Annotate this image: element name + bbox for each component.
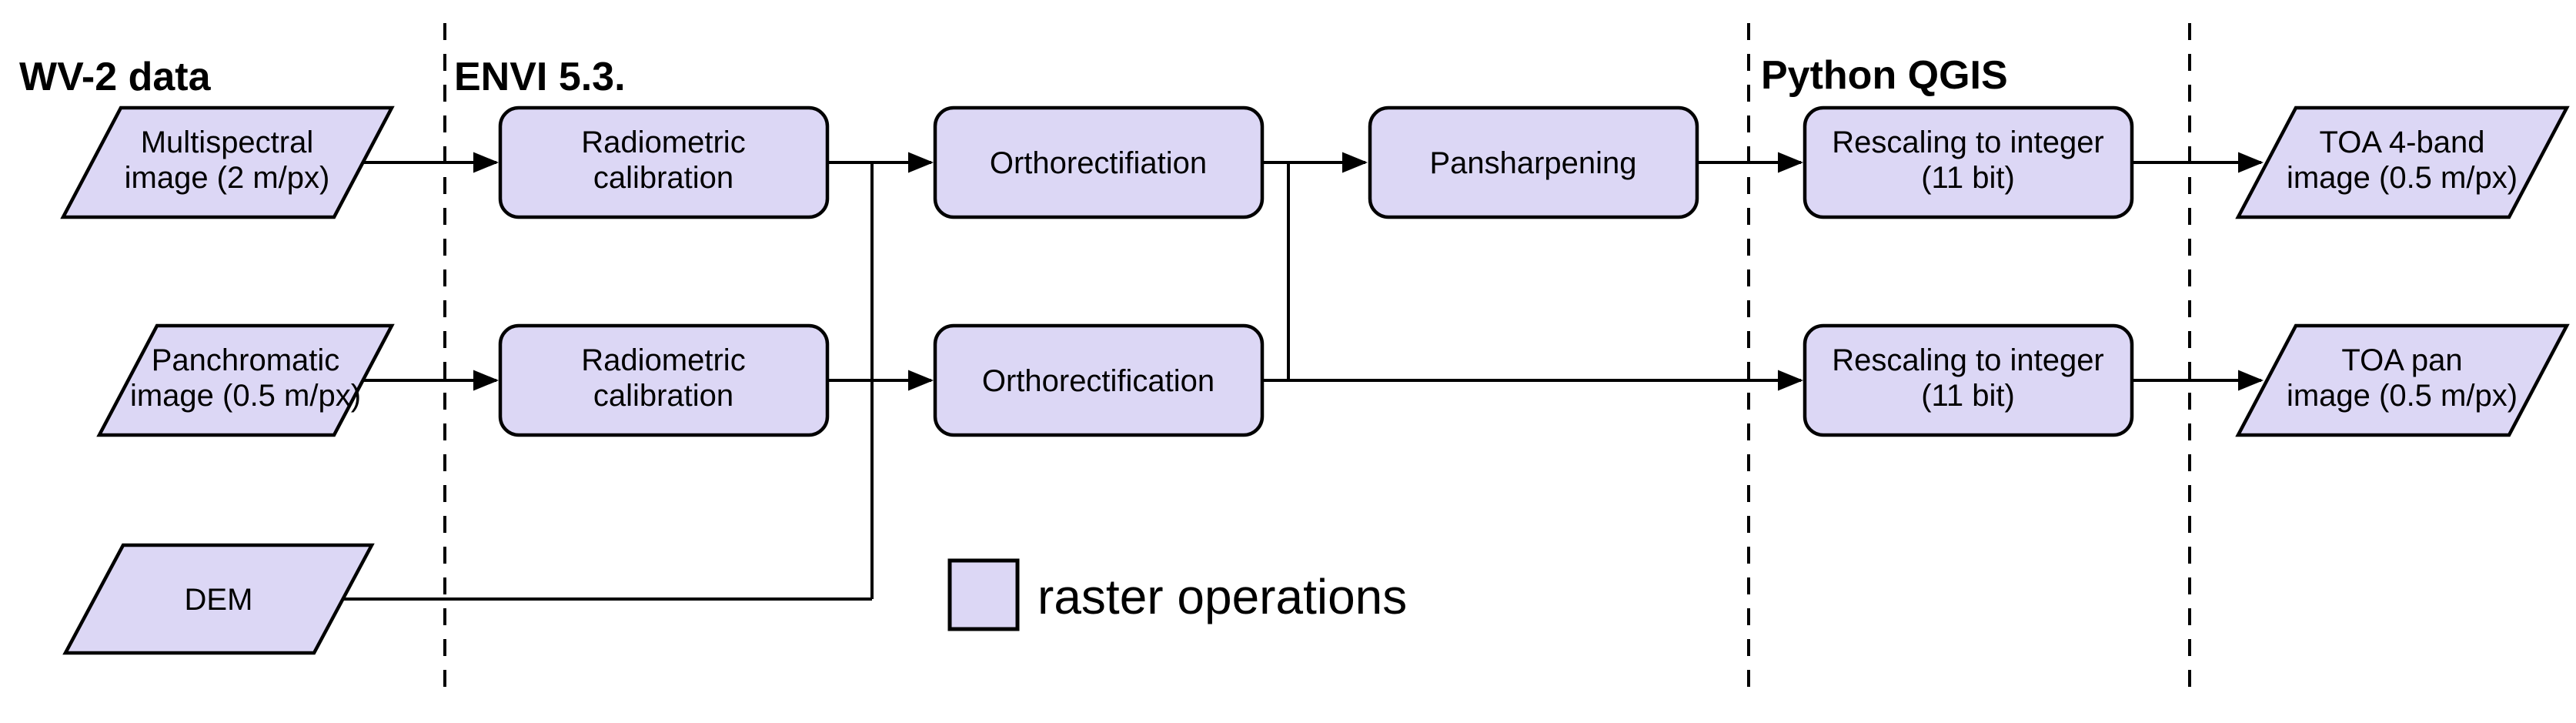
node-rescaling-ms: [1803, 105, 2134, 219]
node-panchromatic-image-label: image (0.5 m/px): [130, 379, 361, 413]
node-radiometric-calibration-pan: [498, 323, 830, 437]
node-orthorectification-pan: [933, 323, 1265, 437]
node-toa-pan-image: [2235, 323, 2570, 437]
node-panchromatic-image: [96, 323, 395, 437]
legend-swatch: [947, 558, 1020, 631]
node-panchromatic-image-label: Panchromatic: [152, 343, 340, 377]
node-toa-pan-image-label: TOA pan: [2341, 343, 2462, 377]
node-dem: [62, 543, 375, 655]
section-label-wv2-data: WV-2 data: [19, 55, 212, 99]
node-multispectral-image: [60, 105, 395, 219]
node-toa-4band-image-label: TOA 4-band: [2320, 126, 2485, 159]
node-pansharpening: [1368, 105, 1699, 219]
node-radiometric-calibration-pan-label: calibration: [593, 379, 733, 413]
node-rescaling-pan: [1803, 323, 2134, 437]
legend-label: raster operations: [1037, 569, 1407, 624]
node-rescaling-ms-label: (11 bit): [1921, 161, 2015, 195]
node-orthorectification-ms: [933, 105, 1265, 219]
node-rescaling-pan-label: Rescaling to integer: [1832, 343, 2104, 377]
node-multispectral-image-label: image (2 m/px): [125, 161, 330, 195]
node-radiometric-calibration-ms-label: calibration: [593, 161, 733, 195]
section-label-envi: ENVI 5.3.: [454, 55, 626, 99]
node-rescaling-ms-label: Rescaling to integer: [1832, 126, 2104, 159]
node-toa-4band-image-label: image (0.5 m/px): [2287, 161, 2518, 195]
node-orthorectification-ms-label: Orthorectifiation: [990, 146, 1207, 180]
node-radiometric-calibration-ms-label: Radiometric: [581, 126, 745, 159]
node-pansharpening-label: Pansharpening: [1429, 146, 1636, 180]
node-toa-4band-image: [2235, 105, 2570, 219]
node-rescaling-pan-label: (11 bit): [1921, 379, 2015, 413]
section-label-python-qgis: Python QGIS: [1761, 53, 2008, 98]
node-dem-label: DEM: [185, 583, 253, 617]
node-radiometric-calibration-pan-label: Radiometric: [581, 343, 745, 377]
node-toa-pan-image-label: image (0.5 m/px): [2287, 379, 2518, 413]
node-multispectral-image-label: Multispectral: [141, 126, 314, 159]
node-radiometric-calibration-ms: [498, 105, 830, 219]
node-orthorectification-pan-label: Orthorectification: [982, 364, 1214, 398]
